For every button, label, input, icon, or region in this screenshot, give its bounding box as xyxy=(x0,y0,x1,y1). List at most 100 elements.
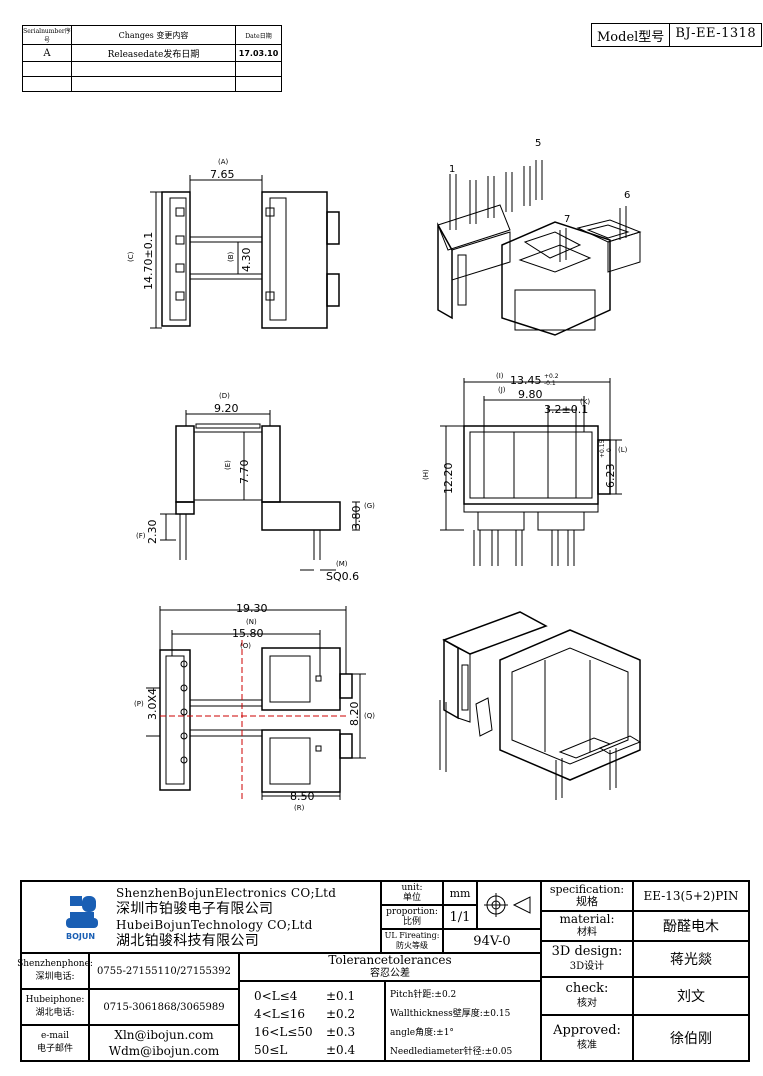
dim-P-value: 3.0X4 xyxy=(146,688,159,720)
pin-5-label: 5 xyxy=(535,138,541,149)
email-label: e-mail 电子邮件 xyxy=(21,1025,89,1061)
email-1[interactable]: Xln@ibojun.com xyxy=(114,1028,214,1042)
check-label: check:核对 xyxy=(541,977,633,1015)
spec-label-en: specification: xyxy=(549,883,625,896)
dim-J-label: (J) xyxy=(498,386,506,394)
company-en-1: ShenzhenBojunElectronics CO;Ltd xyxy=(116,886,337,900)
dim-L-value: 6.23 xyxy=(604,464,617,489)
sz-phone-label: Shenzhenphone: 深圳电话: xyxy=(17,953,93,989)
design-label-cn: 3D设计 xyxy=(569,961,605,972)
dim-M-label: (M) xyxy=(336,560,348,568)
company-cn-2: 湖北铂骏科技有限公司 xyxy=(116,933,259,949)
unit-label-en: unit: xyxy=(401,883,423,893)
company-names: ShenzhenBojunElectronics CO;Ltd 深圳市铂骏电子有… xyxy=(116,885,336,949)
dim-K-label: (K) xyxy=(580,398,590,406)
tolerance-title-en: Tolerancetolerances xyxy=(328,953,452,967)
model-label: Model型号 xyxy=(597,30,665,45)
tol-note-wall: Wallthickness壁厚度:±0.15 xyxy=(390,1009,511,1019)
dim-I-value: 13.45 xyxy=(510,374,542,387)
dim-M-value: SQ0.6 xyxy=(326,570,359,583)
email-2[interactable]: Wdm@ibojun.com xyxy=(108,1044,220,1058)
material-label-en: material: xyxy=(559,912,615,926)
design-value: 蒋光燚 xyxy=(633,941,749,977)
tol-range-2: 16<L≤50 xyxy=(254,1025,313,1039)
hb-phone-label-cn: 湖北电话: xyxy=(35,1008,75,1018)
dim-A-value: 7.65 xyxy=(210,168,235,181)
tolerance-notes: Pitch针距:±0.2 Wallthickness壁厚度:±0.15 angl… xyxy=(385,981,541,1061)
tol-value-3: ±0.4 xyxy=(326,1043,356,1057)
email-label-en: e-mail xyxy=(40,1031,70,1041)
approved-value: 徐伯刚 xyxy=(633,1015,749,1061)
dim-L-label: (L) xyxy=(618,446,628,454)
material-value: 酚醛电木 xyxy=(633,911,749,941)
dim-F-label: (F) xyxy=(136,532,146,540)
unit-label: unit:单位 xyxy=(381,881,443,905)
fire-label: UL Fireating:防火等级 xyxy=(381,929,443,953)
sz-phone-value: 0755-27155110/27155392 xyxy=(89,953,239,989)
dim-K-value: 3.2±0.1 xyxy=(544,403,588,416)
dim-E-label: (E) xyxy=(224,460,232,470)
tolerance-ranges: 0<L≤4±0.1 4<L≤16±0.2 16<L≤50±0.3 50≤L±0.… xyxy=(239,981,385,1061)
dim-D-value: 9.20 xyxy=(214,402,239,415)
dim-L-tol-up: +0.15 xyxy=(599,439,606,458)
tol-note-needle: Needlediameter针径:±0.05 xyxy=(390,1047,513,1057)
dim-L-tol-dn: 0 xyxy=(606,448,613,452)
dim-N-value: 19.30 xyxy=(236,602,268,615)
tol-value-2: ±0.3 xyxy=(326,1025,356,1039)
tol-value-1: ±0.2 xyxy=(326,1007,356,1021)
dim-P-label: (P) xyxy=(134,700,144,708)
dim-C-value: 14.70±0.1 xyxy=(142,232,155,290)
dim-F-value: 2.30 xyxy=(146,520,159,545)
revision-table: Serialnumber序号 Changes 变更内容 Date日期 A Rel… xyxy=(22,25,282,92)
dim-A-label: (A) xyxy=(218,158,229,166)
dim-E-value: 7.70 xyxy=(238,460,251,485)
bojun-logo-icon: BOJUN xyxy=(66,896,98,941)
iso-view-bottom xyxy=(439,611,642,800)
pin-6-label: 6 xyxy=(624,190,630,201)
tol-range-3: 50≤L xyxy=(254,1043,288,1057)
fire-label-cn: 防火等级 xyxy=(396,941,428,950)
rev-empty-cell xyxy=(70,76,237,92)
hb-phone-value: 0715-3061868/3065989 xyxy=(89,989,239,1025)
tol-range-1: 4<L≤16 xyxy=(254,1007,305,1021)
check-value: 刘文 xyxy=(633,977,749,1015)
model-box: Model型号 BJ-EE-1318 xyxy=(591,23,763,47)
dim-I-tol-dn: -0.1 xyxy=(544,380,556,387)
projection-symbol-icon xyxy=(484,893,531,917)
dim-I-label: (I) xyxy=(496,372,504,380)
pin-7-label: 7 xyxy=(564,214,570,225)
dim-Q-label: (Q) xyxy=(364,712,375,720)
material-label-cn: 材料 xyxy=(577,927,597,938)
tol-range-0: 0<L≤4 xyxy=(254,989,298,1003)
dim-B-label: (B) xyxy=(227,251,235,262)
pin-1-label: 1 xyxy=(449,164,455,175)
proportion-value: 1/1 xyxy=(443,905,477,929)
side-view xyxy=(440,378,622,566)
dim-H-value: 12.20 xyxy=(442,463,455,495)
model-value: BJ-EE-1318 xyxy=(669,24,761,46)
hb-phone-label: Hubeiphone: 湖北电话: xyxy=(21,989,89,1025)
spec-value: EE-13(5+2)PIN xyxy=(633,881,749,911)
front-view xyxy=(160,410,360,571)
proportion-label-cn: 比例 xyxy=(402,917,421,927)
dim-Q-value: 8.20 xyxy=(348,702,361,727)
dim-O-label: (O) xyxy=(240,642,251,650)
dim-G-label: (G) xyxy=(364,502,375,510)
sz-phone-label-cn: 深圳电话: xyxy=(35,972,75,982)
dim-N-label: (N) xyxy=(246,618,257,626)
spec-label-cn: 规格 xyxy=(576,895,598,908)
unit-label-cn: 单位 xyxy=(402,893,421,903)
spec-label: specification:规格 xyxy=(541,881,633,911)
email-label-cn: 电子邮件 xyxy=(36,1044,73,1054)
design-label: 3D design:3D设计 xyxy=(541,941,633,977)
tol-note-angle: angle角度:±1° xyxy=(390,1028,454,1038)
logo-text: BOJUN xyxy=(66,932,95,941)
dim-G-value: 3.80 xyxy=(350,506,363,531)
iso-view-top xyxy=(437,160,642,336)
top-view xyxy=(150,175,340,329)
sz-phone-label-en: Shenzhenphone: xyxy=(17,959,93,969)
hb-phone-label-en: Hubeiphone: xyxy=(25,995,85,1005)
dim-I-tol-up: +0.2 xyxy=(544,373,559,380)
